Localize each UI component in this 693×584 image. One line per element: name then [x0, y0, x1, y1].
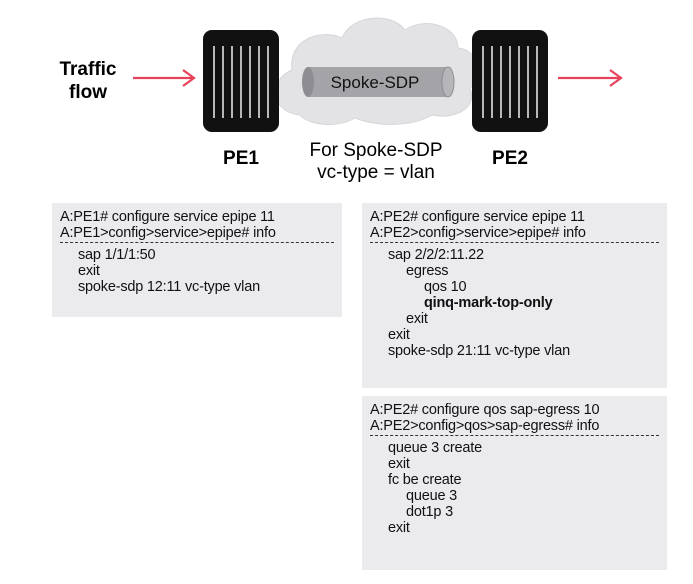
config-line: A:PE2>config>qos>sap-egress# info — [370, 418, 600, 434]
traffic-label-line1: Traffic — [59, 59, 116, 80]
config-line: dot1p 3 — [406, 504, 453, 520]
config-line: A:PE2# configure qos sap-egress 10 — [370, 402, 600, 418]
config-line: exit — [78, 263, 100, 279]
spoke-sdp-tunnel: Spoke-SDP — [302, 66, 455, 98]
config-line: A:PE1>config>service>epipe# info — [60, 225, 276, 241]
config-line: A:PE2>config>service>epipe# info — [370, 225, 586, 241]
pe2-label: PE2 — [492, 148, 528, 169]
config-line: egress — [406, 263, 449, 279]
caption-line2: vc-type = vlan — [317, 162, 435, 183]
config-line: fc be create — [388, 472, 462, 488]
network-diagram: Spoke-SDP — [59, 17, 623, 183]
config-line: sap 1/1/1:50 — [78, 247, 156, 263]
config-line: spoke-sdp 21:11 vc-type vlan — [388, 343, 570, 359]
traffic-out-arrow-icon — [558, 69, 623, 87]
config-line: spoke-sdp 12:11 vc-type vlan — [78, 279, 260, 295]
config-line: A:PE1# configure service epipe 11 — [60, 209, 275, 225]
caption-line1: For Spoke-SDP — [309, 140, 442, 161]
config-divider — [60, 242, 334, 243]
config-divider — [370, 435, 659, 436]
traffic-label-line2: flow — [69, 82, 107, 103]
config-line: queue 3 — [406, 488, 458, 504]
pe1-label: PE1 — [223, 148, 259, 169]
config-line: sap 2/2/2:11.22 — [388, 247, 484, 263]
traffic-in-arrow-icon — [133, 69, 196, 87]
pe1-router-icon — [203, 30, 279, 132]
config-line: queue 3 create — [388, 440, 482, 456]
config-line: exit — [388, 327, 410, 343]
config-line: exit — [406, 311, 428, 327]
config-line: A:PE2# configure service epipe 11 — [370, 209, 585, 225]
tunnel-label: Spoke-SDP — [331, 73, 420, 92]
config-line: qos 10 — [424, 279, 467, 295]
pe2-router-icon — [472, 30, 548, 132]
config-line: exit — [388, 520, 410, 536]
config-line: exit — [388, 456, 410, 472]
config-divider — [370, 242, 659, 243]
config-line: qinq-mark-top-only — [424, 295, 553, 311]
